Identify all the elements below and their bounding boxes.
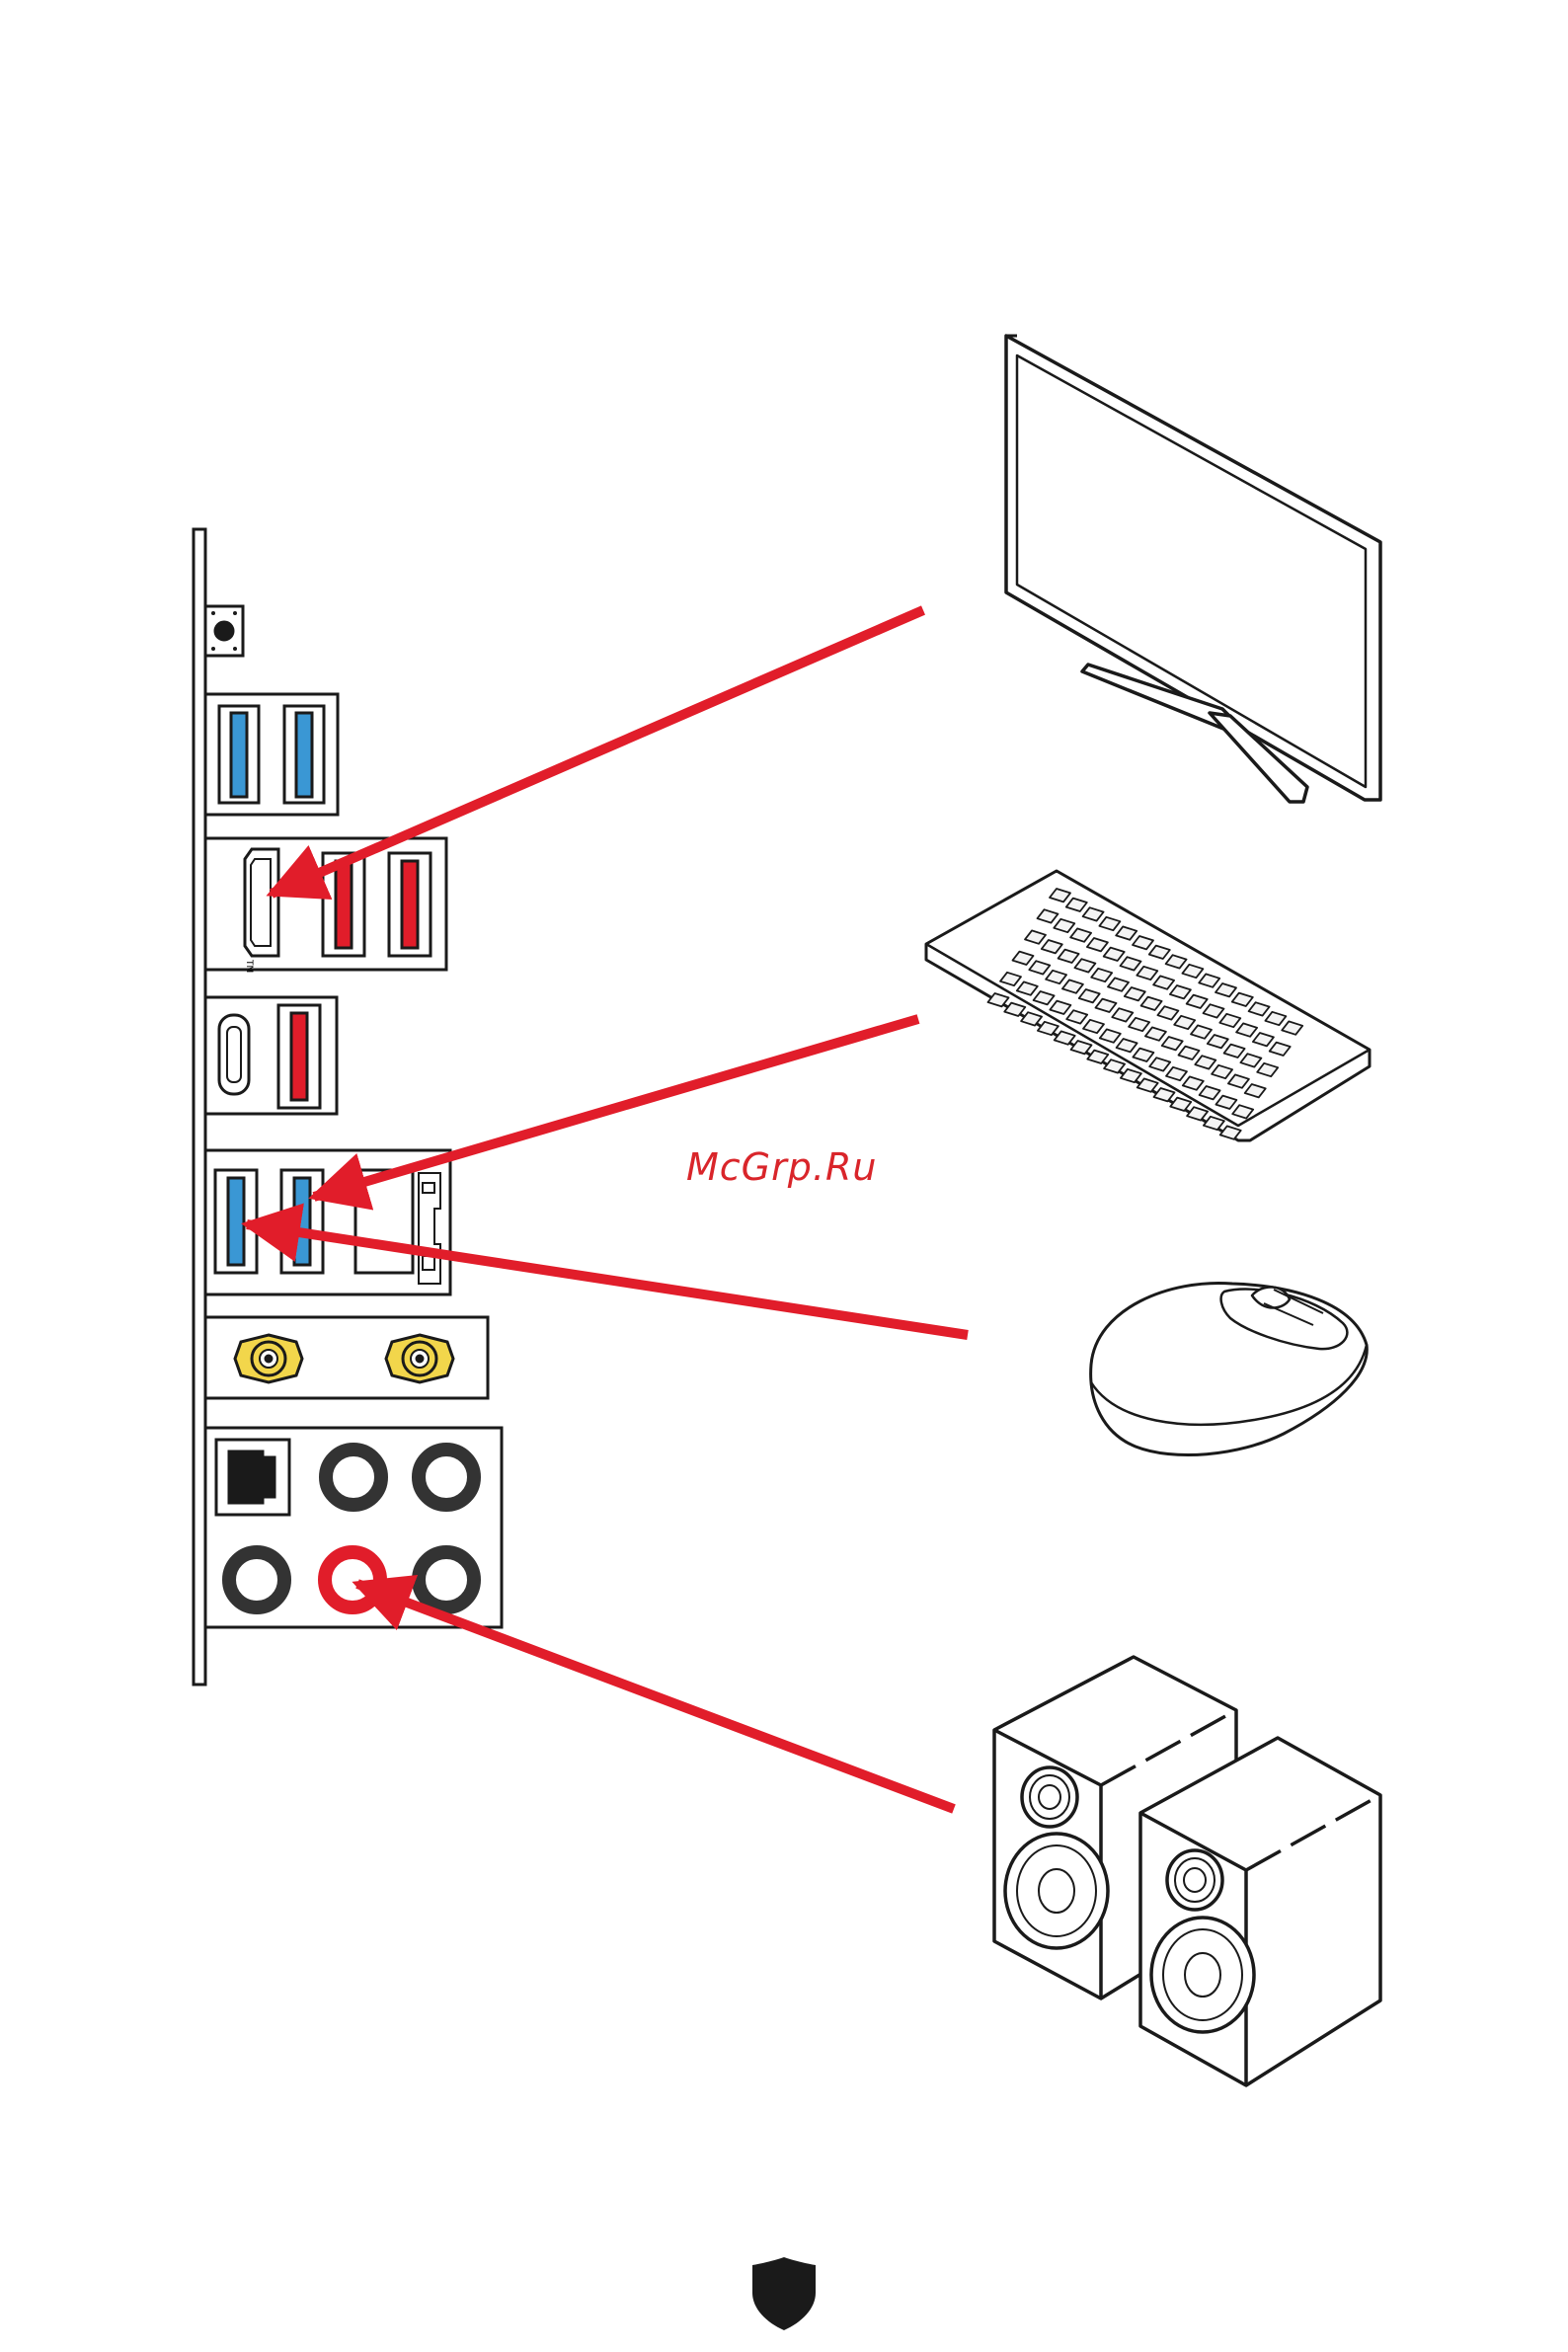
usb-c-usb-port-group: [205, 997, 337, 1114]
monitor-icon: [1006, 336, 1380, 802]
arrow-speakers-to-line-out: [357, 1584, 954, 1809]
usb-a-port-tongue: [296, 713, 312, 797]
hdmi-tm-mark: TM: [244, 959, 254, 973]
usb-a-port-tongue: [336, 861, 352, 948]
mouse-icon: [1091, 1283, 1368, 1454]
back-io-panel: TM: [194, 529, 502, 1685]
audio-jack: [419, 1450, 474, 1505]
audio-port-group: [205, 1428, 502, 1627]
keyboard-icon: [926, 871, 1370, 1140]
antenna-connector: [386, 1335, 453, 1382]
hdmi-usb-port-group: TM: [205, 838, 446, 973]
usb-a-port-tongue: [231, 713, 247, 797]
audio-jack: [229, 1552, 284, 1607]
lan-rj45-port: [355, 1170, 440, 1284]
watermark-text: McGrp.Ru: [686, 1145, 877, 1189]
flash-bios-button: [205, 606, 243, 656]
usb-a-port-tongue: [228, 1178, 244, 1265]
usb-a-port-tongue: [402, 861, 418, 948]
antenna-connector: [235, 1335, 302, 1382]
speakers-icon: [994, 1657, 1380, 2085]
wifi-antenna-group: [205, 1317, 488, 1398]
audio-jack: [419, 1552, 474, 1607]
usb-a-port-tongue: [294, 1178, 310, 1265]
hdmi-port: [245, 849, 278, 956]
usb-port-group-blue-top: [205, 694, 338, 815]
audio-jack-line-out: [325, 1552, 380, 1607]
usb-c-port-tongue: [227, 1027, 241, 1082]
io-shield-plate: [194, 529, 205, 1685]
audio-jack: [326, 1450, 381, 1505]
arrow-monitor-to-hdmi: [272, 610, 923, 894]
msi-shield-icon: [752, 2257, 816, 2330]
optical-spdif-port: [216, 1440, 289, 1515]
usb-a-port-tongue: [291, 1013, 307, 1100]
